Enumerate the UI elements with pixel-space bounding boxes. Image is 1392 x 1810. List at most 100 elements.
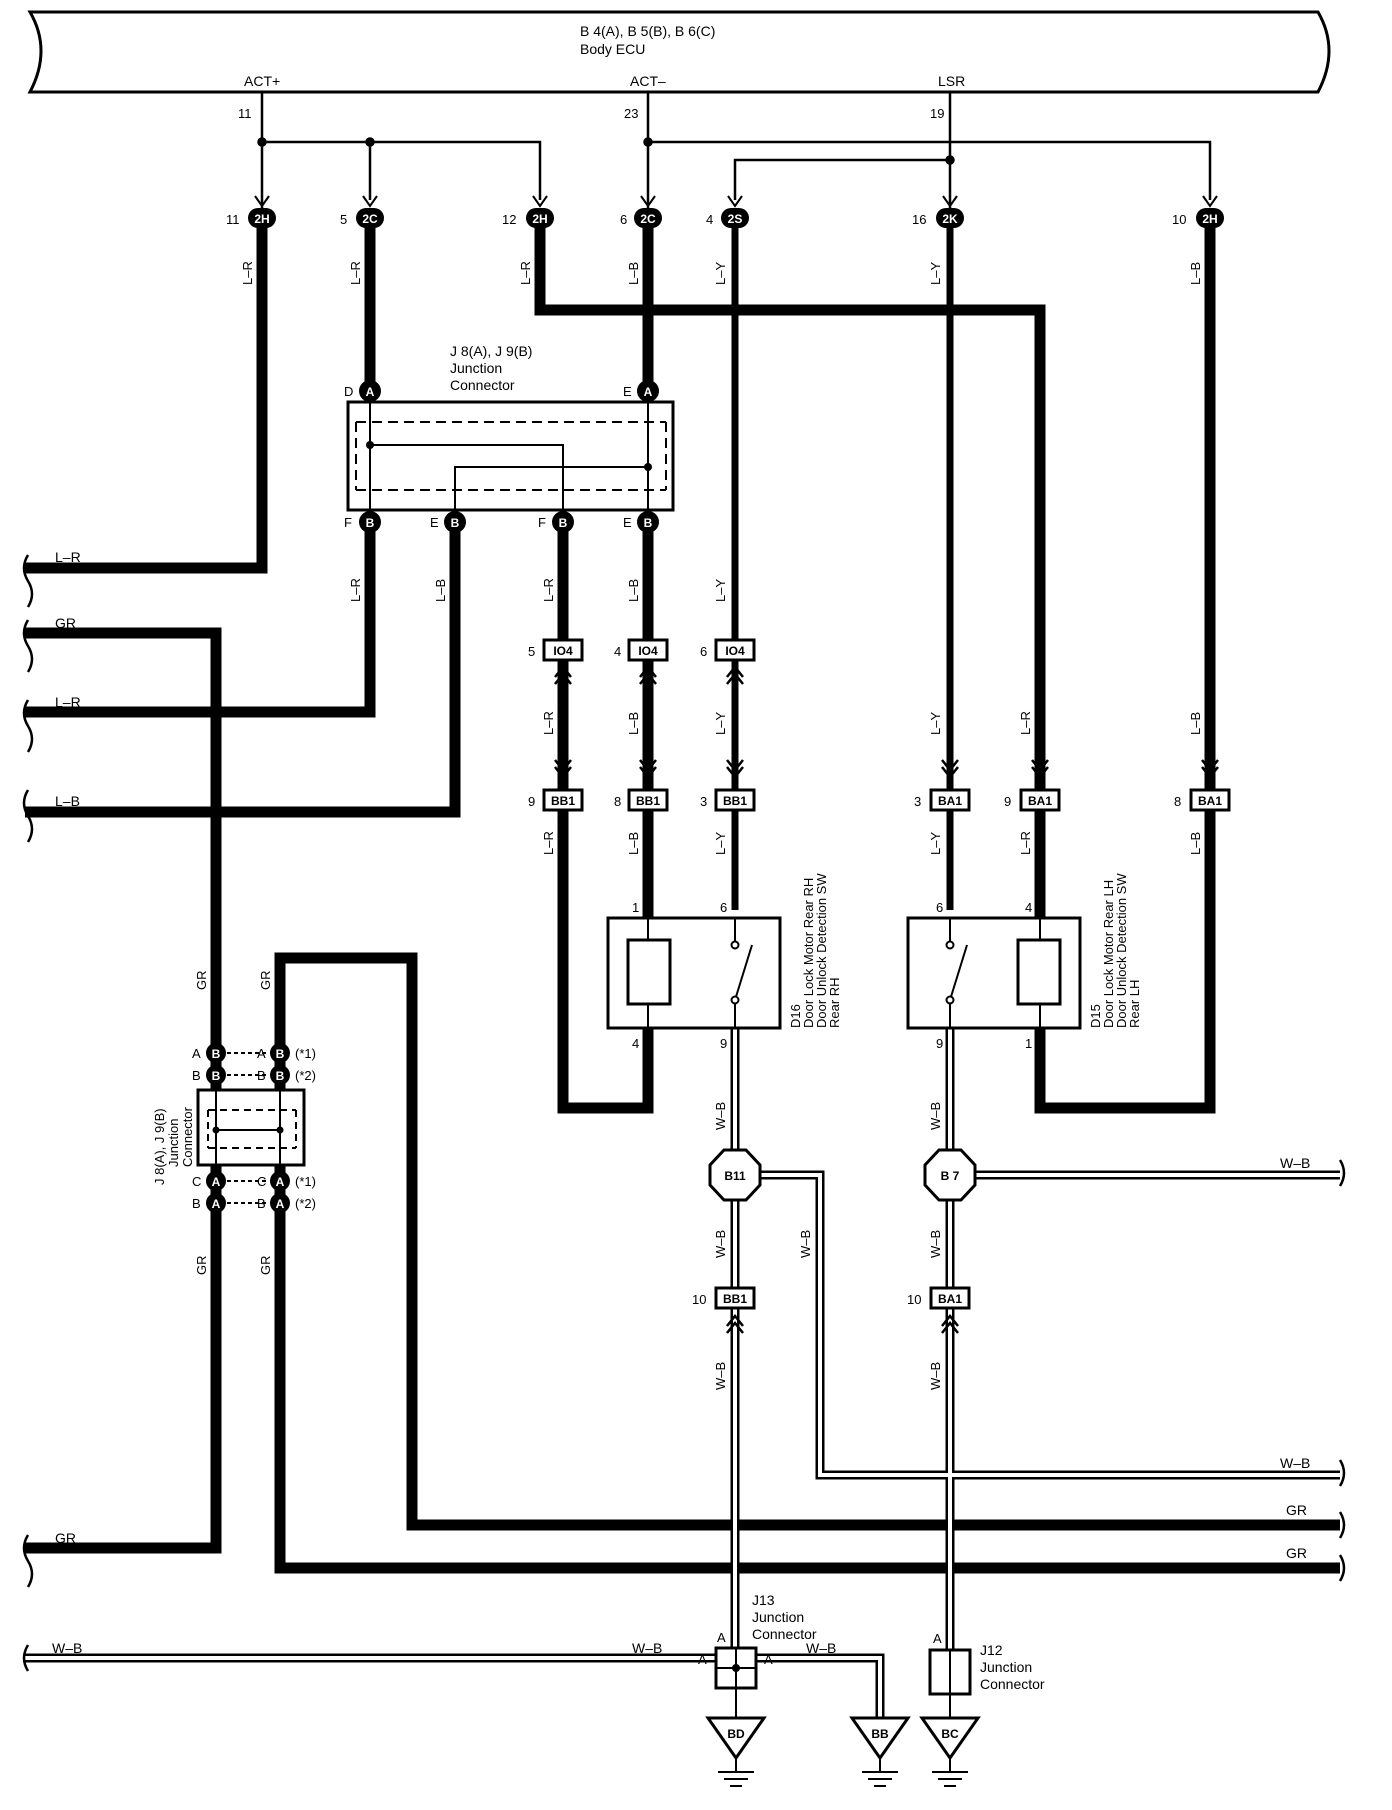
svg-text:A: A: [257, 1046, 266, 1061]
svg-text:B: B: [257, 1068, 266, 1083]
svg-text:W–B: W–B: [806, 1640, 836, 1656]
svg-text:L–B: L–B: [433, 579, 448, 602]
svg-text:E: E: [430, 515, 439, 530]
svg-text:W–B: W–B: [713, 1230, 728, 1258]
conn-2s-4: 2S4: [706, 208, 749, 228]
svg-text:F: F: [538, 515, 546, 530]
svg-text:A: A: [212, 1175, 221, 1189]
svg-text:L–B: L–B: [1188, 262, 1203, 285]
svg-text:BB1: BB1: [551, 794, 575, 808]
svg-text:GR: GR: [194, 971, 209, 991]
svg-text:BC: BC: [941, 1727, 959, 1741]
svg-text:1: 1: [1025, 1036, 1032, 1051]
svg-text:Connector: Connector: [450, 377, 515, 393]
jc-upper-top-pins: AD AE: [344, 380, 659, 402]
svg-text:10: 10: [907, 1292, 921, 1307]
svg-text:L–R: L–R: [541, 711, 556, 735]
svg-text:GR: GR: [55, 1530, 76, 1546]
top-wire-labels: L–R L–R L–R L–B L–Y L–Y L–B: [240, 261, 1203, 285]
svg-text:BA1: BA1: [938, 794, 962, 808]
conn-2k-16: 2K 16: [912, 208, 964, 228]
svg-text:3: 3: [700, 794, 707, 809]
svg-text:A: A: [764, 1652, 773, 1667]
j13-junction-connector: J13 Junction Connector A A A W–B W–B: [632, 1592, 836, 1718]
svg-text:L–B: L–B: [626, 712, 641, 735]
svg-text:W–B: W–B: [713, 1362, 728, 1390]
svg-text:L–Y: L–Y: [713, 579, 728, 602]
conn-2c-5: 2C5: [340, 208, 384, 228]
svg-text:D: D: [344, 384, 353, 399]
svg-text:GR: GR: [258, 971, 273, 991]
svg-text:A: A: [366, 385, 375, 399]
svg-text:L–R: L–R: [348, 261, 363, 285]
junction-connector-lower: J 8(A), J 9(B) Junction Connector B B A …: [152, 971, 316, 1276]
svg-text:A: A: [212, 1197, 221, 1211]
svg-text:A: A: [276, 1197, 285, 1211]
ba1-3: BA1 3: [914, 788, 971, 812]
svg-text:Rear RH: Rear RH: [827, 977, 842, 1028]
svg-text:F: F: [344, 515, 352, 530]
svg-text:BD: BD: [727, 1727, 745, 1741]
svg-text:W–B: W–B: [928, 1362, 943, 1390]
svg-text:L–Y: L–Y: [713, 832, 728, 855]
svg-text:L–R: L–R: [348, 578, 363, 602]
svg-text:10: 10: [1172, 212, 1186, 227]
svg-text:BA1: BA1: [938, 1292, 962, 1306]
svg-text:16: 16: [912, 212, 926, 227]
svg-text:6: 6: [720, 900, 727, 915]
conn-2c-6: 2C6: [620, 208, 662, 228]
svg-text:(*1): (*1): [295, 1046, 316, 1061]
svg-text:IO4: IO4: [638, 644, 658, 658]
svg-text:2C: 2C: [362, 212, 378, 226]
svg-text:Junction: Junction: [166, 1119, 181, 1167]
svg-text:L–R: L–R: [55, 694, 81, 710]
svg-text:A: A: [276, 1175, 285, 1189]
svg-text:Connector: Connector: [980, 1676, 1045, 1692]
mid-wire-labels: L–R L–B L–R L–B L–Y: [348, 578, 728, 602]
svg-text:W–B: W–B: [1280, 1455, 1310, 1471]
ecu-title: B 4(A), B 5(B), B 6(C): [580, 23, 715, 39]
svg-text:Door Lock Motor Rear LH: Door Lock Motor Rear LH: [1101, 880, 1116, 1028]
svg-text:GR: GR: [1286, 1545, 1307, 1561]
jc-lower-pins: B B A A (*1) B B B B (*2) A A C C (*1) A…: [192, 1043, 316, 1213]
junction-connector-upper: J 8(A), J 9(B) Junction Connector AD AE …: [344, 343, 675, 533]
svg-text:4: 4: [614, 644, 621, 659]
svg-text:2K: 2K: [942, 212, 958, 226]
svg-text:2H: 2H: [254, 212, 269, 226]
svg-text:B: B: [212, 1047, 221, 1061]
svg-text:BA1: BA1: [1198, 794, 1222, 808]
svg-text:J 8(A), J 9(B): J 8(A), J 9(B): [152, 1108, 167, 1185]
svg-text:B: B: [559, 516, 568, 530]
conn-2h-10: 2H 10: [1172, 208, 1224, 228]
svg-text:2H: 2H: [1202, 212, 1217, 226]
svg-text:D16: D16: [788, 1004, 803, 1028]
svg-text:B11: B11: [724, 1169, 746, 1183]
svg-text:L–R: L–R: [518, 261, 533, 285]
svg-text:L–Y: L–Y: [713, 712, 728, 735]
svg-text:L–B: L–B: [55, 793, 80, 809]
io4-4: IO4 4: [614, 638, 669, 662]
svg-text:L–B: L–B: [626, 579, 641, 602]
svg-text:Junction: Junction: [752, 1609, 804, 1625]
svg-text:W–B: W–B: [928, 1102, 943, 1130]
svg-text:BB: BB: [871, 1727, 889, 1741]
svg-text:D15: D15: [1088, 1004, 1103, 1028]
svg-text:6: 6: [620, 212, 627, 227]
svg-text:3: 3: [914, 794, 921, 809]
svg-text:J12: J12: [980, 1642, 1003, 1658]
svg-text:Door Unlock Detection SW: Door Unlock Detection SW: [814, 873, 829, 1028]
svg-text:12: 12: [502, 212, 516, 227]
svg-text:Door Lock Motor Rear RH: Door Lock Motor Rear RH: [801, 878, 816, 1028]
svg-text:J 8(A), J 9(B): J 8(A), J 9(B): [450, 343, 532, 359]
ground-bc: BC: [919, 1716, 981, 1787]
svg-text:B: B: [257, 1196, 266, 1211]
